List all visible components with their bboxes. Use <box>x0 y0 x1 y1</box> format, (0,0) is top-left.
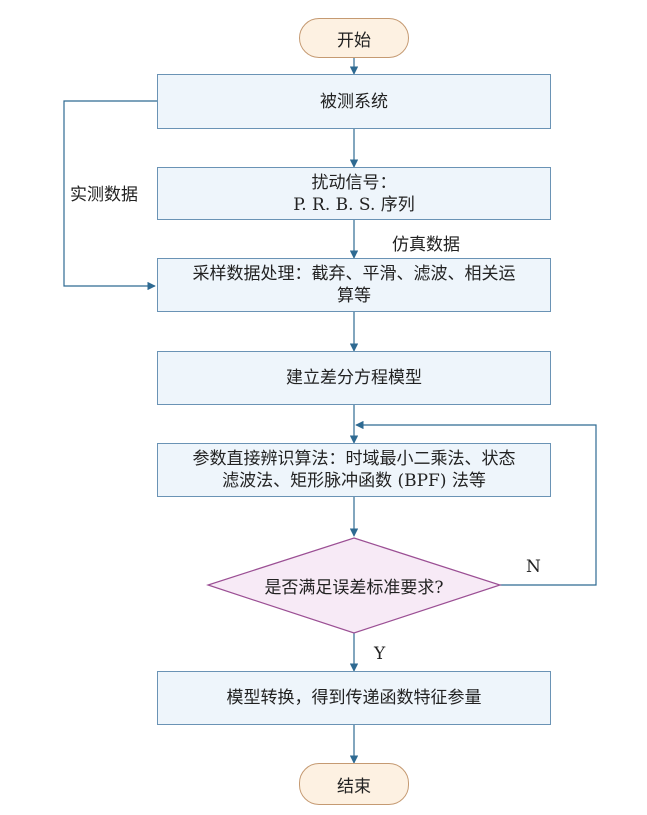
identify-label-line1: 参数直接辨识算法：时域最小二乘法、状态 <box>192 449 516 469</box>
identify-label-line2: 滤波法、矩形脉冲函数 (BPF) 法等 <box>222 471 486 491</box>
end-label: 结束 <box>337 776 371 797</box>
sampling-label-line1: 采样数据处理：截弃、平滑、滤波、相关运 <box>192 264 516 284</box>
sampling-box: 采样数据处理：截弃、平滑、滤波、相关运 算等 <box>157 258 551 312</box>
sim-data-label: 仿真数据 <box>392 235 460 255</box>
transform-box: 模型转换，得到传递函数特征参量 <box>157 671 551 725</box>
sampling-label-line2: 算等 <box>337 286 371 306</box>
decision-diamond <box>206 537 502 634</box>
signal-label-line1: 扰动信号： <box>311 172 397 193</box>
identify-box: 参数直接辨识算法：时域最小二乘法、状态 滤波法、矩形脉冲函数 (BPF) 法等 <box>157 443 551 497</box>
decision-label: 是否满足误差标准要求? <box>264 577 444 598</box>
yes-label: Y <box>374 644 386 664</box>
start-node: 开始 <box>299 18 409 58</box>
signal-box: 扰动信号： P. R. B. S. 序列 <box>157 167 551 220</box>
signal-label-line2: P. R. B. S. 序列 <box>293 194 415 215</box>
system-label: 被测系统 <box>320 91 388 112</box>
end-node: 结束 <box>299 763 409 805</box>
measured-data-label: 实测数据 <box>70 185 138 205</box>
no-label: N <box>526 557 541 577</box>
measured-data-loop <box>63 100 157 291</box>
start-label: 开始 <box>337 30 371 51</box>
model-box: 建立差分方程模型 <box>157 351 551 405</box>
model-label: 建立差分方程模型 <box>286 368 422 388</box>
system-box: 被测系统 <box>157 74 551 129</box>
no-loop <box>355 420 597 586</box>
transform-label: 模型转换，得到传递函数特征参量 <box>226 688 482 708</box>
